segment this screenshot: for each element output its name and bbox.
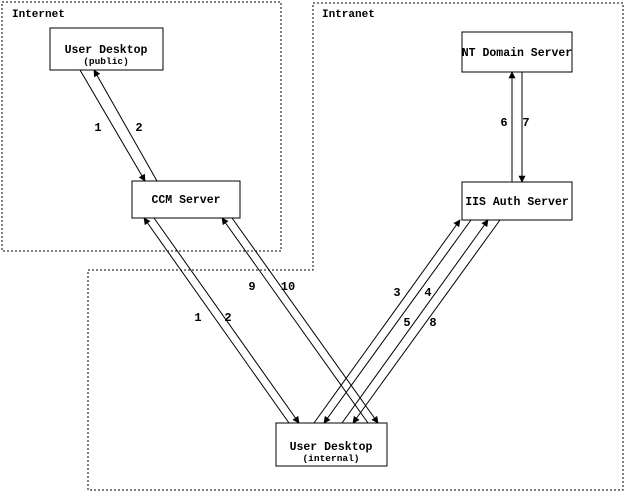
user-desktop-internal-subtitle: (internal) (302, 453, 359, 464)
iis-auth-server-title: IIS Auth Server (465, 196, 569, 209)
edge-3-internal-to-iis (313, 219, 461, 424)
edge-2-ccm-to-internal (153, 217, 300, 424)
edge-label-2-public: 2 (135, 121, 142, 135)
node-nt-domain-server: NT Domain Server (461, 31, 573, 73)
edge-1-internal-to-ccm (143, 217, 290, 424)
node-user-desktop-public: User Desktop (public) (49, 27, 164, 71)
ccm-server-box (131, 180, 241, 219)
user-desktop-internal-box (275, 422, 388, 467)
edge-label-2-internal: 2 (224, 311, 231, 325)
edge-label-10: 10 (281, 280, 295, 294)
edge-8-iis-to-internal (352, 219, 501, 424)
user-desktop-public-box (49, 27, 164, 71)
edge-label-7: 7 (522, 116, 529, 130)
edge-4-iis-to-internal (323, 219, 472, 424)
nt-domain-server-title: NT Domain Server (462, 47, 573, 60)
user-desktop-public-subtitle: (public) (83, 56, 129, 67)
edge-label-4: 4 (424, 286, 431, 300)
intranet-zone-border (87, 2, 624, 491)
iis-auth-server-box (461, 181, 573, 221)
ccm-server-title: CCM Server (151, 194, 220, 207)
edge-2-ccm-to-public (93, 69, 158, 182)
edge-label-1-public: 1 (94, 121, 101, 135)
nt-domain-server-box (461, 31, 573, 73)
node-user-desktop-internal: User Desktop (internal) (275, 422, 388, 467)
edge-10-ccm-to-internal (231, 217, 379, 424)
edge-label-5: 5 (403, 316, 410, 330)
edge-label-6: 6 (500, 116, 507, 130)
edge-label-8: 8 (429, 316, 436, 330)
edge-9-internal-to-ccm (221, 217, 369, 424)
edge-1-public-to-ccm (79, 69, 146, 182)
edge-label-3: 3 (393, 286, 400, 300)
edge-label-9: 9 (248, 280, 255, 294)
intranet-zone-label: Intranet (322, 9, 375, 21)
edge-5-internal-to-iis (341, 219, 489, 424)
user-desktop-public-title: User Desktop (65, 44, 148, 57)
internet-zone-label: Internet (12, 9, 65, 21)
node-iis-auth-server: IIS Auth Server (461, 181, 573, 221)
user-desktop-internal-title: User Desktop (290, 441, 373, 454)
node-ccm-server: CCM Server (131, 180, 241, 219)
edge-label-1-internal: 1 (194, 311, 201, 325)
